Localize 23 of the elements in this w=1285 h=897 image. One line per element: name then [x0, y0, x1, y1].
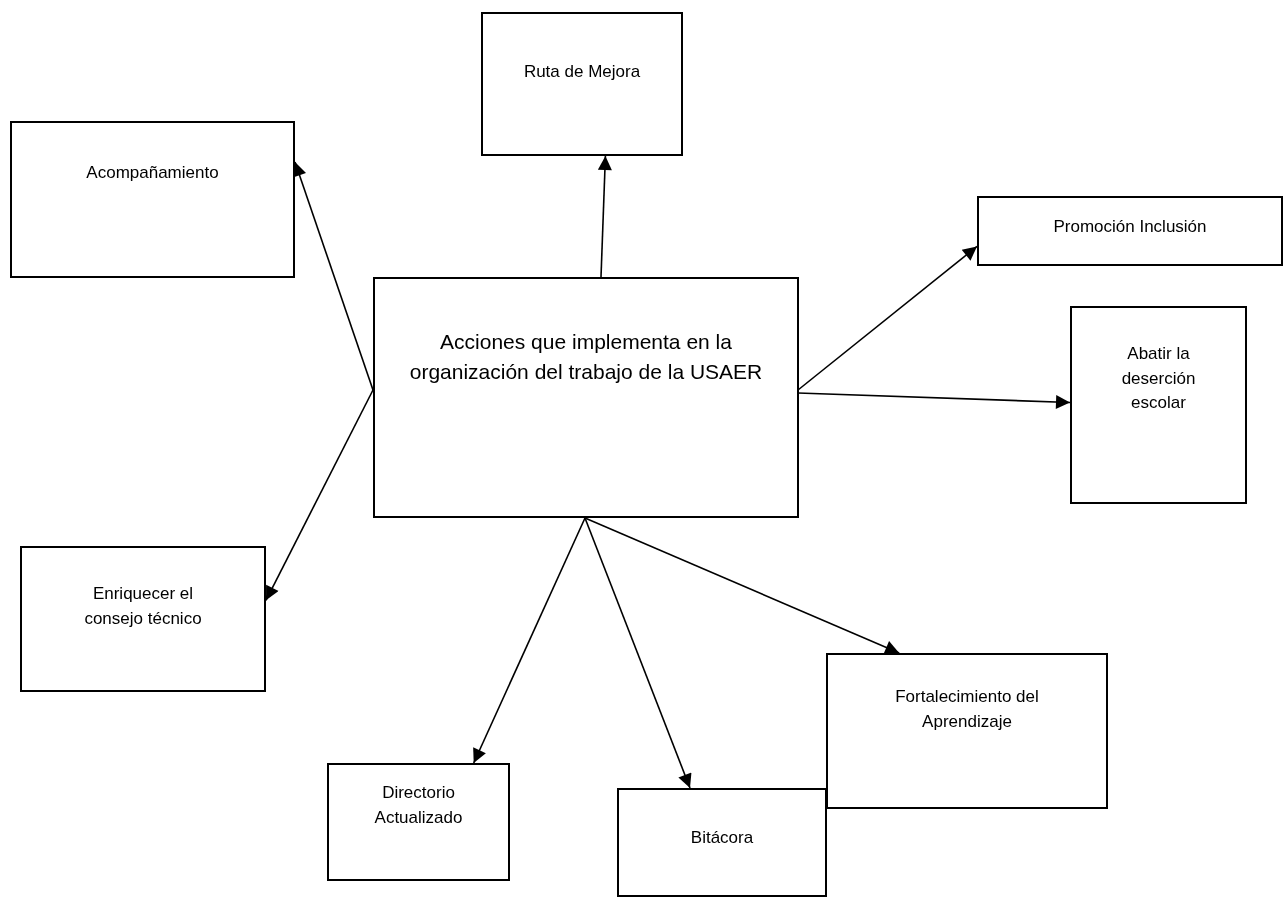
arrow: [597, 155, 612, 278]
arrow: [265, 389, 374, 602]
box-label: Promoción Inclusión: [1053, 216, 1207, 238]
text-box: [373, 277, 799, 518]
arrow: [472, 517, 586, 764]
text-box: [481, 12, 683, 156]
text-box: [617, 788, 827, 897]
box-label: Abatir la deserción escolar: [1120, 343, 1197, 415]
box-label: Ruta de Mejora: [523, 61, 641, 83]
box-label: Enriquecer el consejo técnico: [83, 583, 203, 630]
arrow: [584, 517, 692, 789]
box-label: Bitácora: [690, 827, 754, 849]
text-box: [20, 546, 266, 692]
text-box: [826, 653, 1108, 809]
text-box: [327, 763, 510, 881]
arrow: [584, 517, 900, 654]
box-label: Directorio Actualizado: [373, 782, 464, 829]
box-label: Acompañamiento: [86, 162, 219, 184]
box-label: Fortalecimiento del Aprendizaje: [894, 686, 1040, 733]
text-box: [1070, 306, 1247, 504]
box-label: Acciones que implementa en la organización del trabajo de la USAER: [408, 329, 764, 386]
text-box: [10, 121, 295, 278]
text-box: [977, 196, 1283, 266]
